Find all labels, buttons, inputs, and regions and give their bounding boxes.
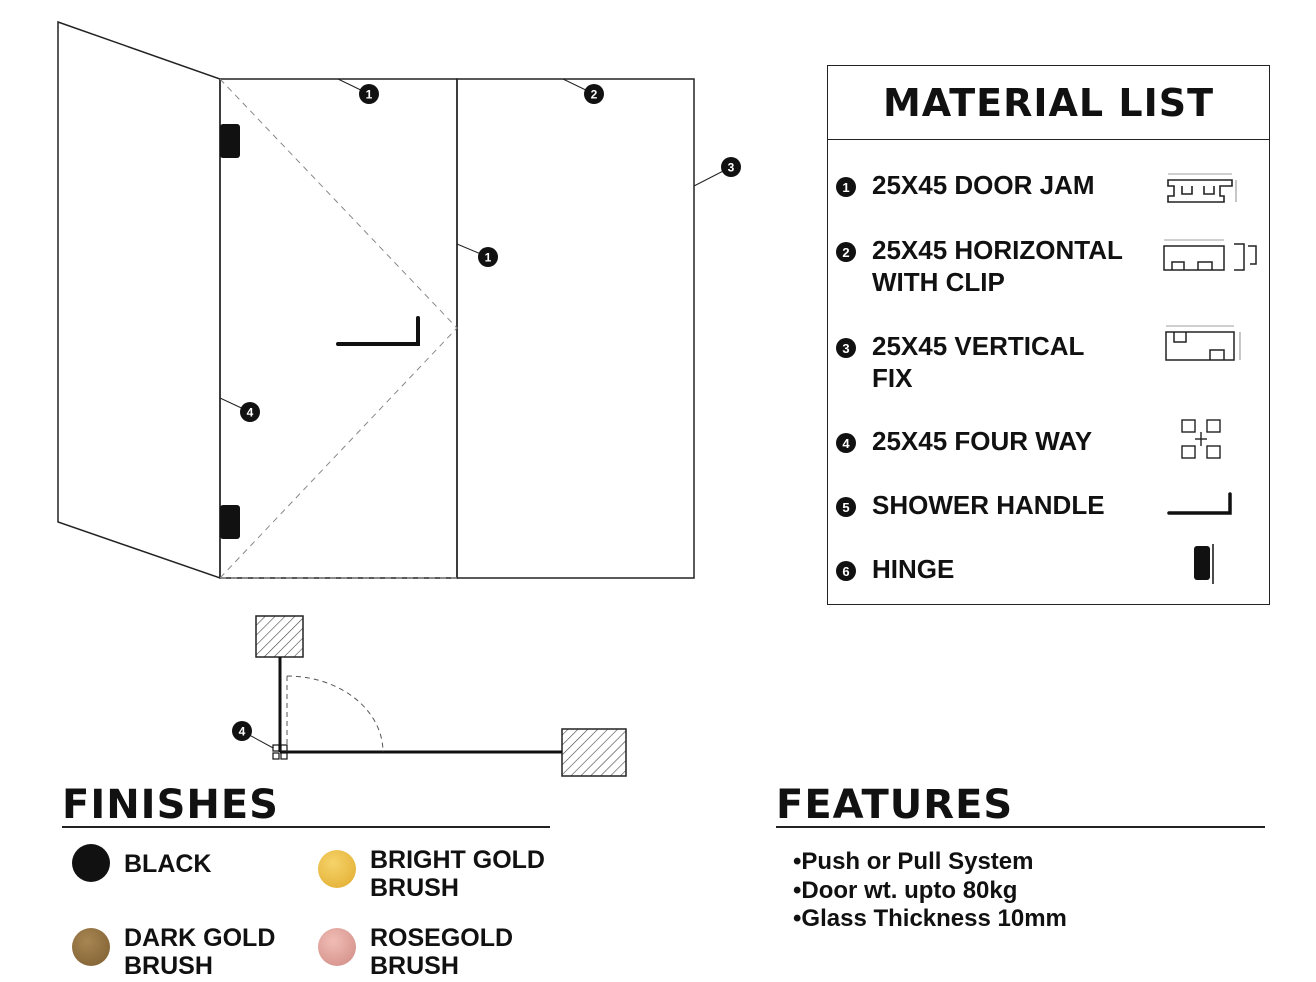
feature-item: Push or Pull System bbox=[793, 848, 1067, 877]
svg-text:4: 4 bbox=[239, 725, 246, 739]
finish-swatch bbox=[72, 844, 110, 882]
callout-marker: 2 bbox=[584, 84, 604, 104]
features-title: FEATURES bbox=[776, 782, 1014, 828]
finish-swatch bbox=[318, 850, 356, 888]
horizontal-profile-icon bbox=[1163, 239, 1257, 271]
item-label: 25X45 FOUR WAY bbox=[872, 426, 1093, 456]
finishes-divider bbox=[62, 826, 550, 828]
item-number: 1 bbox=[836, 177, 856, 197]
open-door-panel bbox=[57, 20, 221, 580]
four-way-connector bbox=[272, 744, 288, 760]
item-number: 2 bbox=[836, 242, 856, 262]
finish-label: ROSEGOLD BRUSH bbox=[370, 924, 514, 980]
item-label: 25X45 VERTICAL FIX bbox=[872, 331, 1085, 393]
svg-text:2: 2 bbox=[591, 88, 598, 102]
item-number: 5 bbox=[836, 497, 856, 517]
svg-text:1: 1 bbox=[366, 88, 373, 102]
shower-handle-icon bbox=[1167, 492, 1232, 515]
door-swing-indicator bbox=[219, 78, 458, 579]
wall-block-top bbox=[255, 615, 304, 658]
finishes-title: FINISHES bbox=[62, 782, 279, 828]
plan-view bbox=[255, 615, 627, 777]
finish-label: BLACK bbox=[124, 850, 212, 878]
features-list: Push or Pull System Door wt. upto 80kg G… bbox=[793, 848, 1067, 934]
item-label: SHOWER HANDLE bbox=[872, 490, 1105, 520]
shower-handle bbox=[336, 316, 420, 346]
svg-text:3: 3 bbox=[728, 161, 735, 175]
item-label: HINGE bbox=[872, 554, 955, 584]
finish-label: DARK GOLD BRUSH bbox=[124, 924, 276, 980]
callout-marker: 3 bbox=[721, 157, 741, 177]
feature-item: Glass Thickness 10mm bbox=[793, 905, 1066, 934]
callout-marker: 1 bbox=[359, 84, 379, 104]
svg-text:1: 1 bbox=[485, 251, 492, 265]
item-number: 4 bbox=[836, 433, 856, 453]
feature-item: Door wt. upto 80kg bbox=[793, 877, 1067, 906]
callout-marker: 4 bbox=[240, 402, 260, 422]
callout-marker: 4 bbox=[232, 721, 252, 741]
hinge-icon bbox=[1194, 544, 1214, 584]
hinge-bottom bbox=[220, 505, 240, 539]
item-number: 6 bbox=[836, 561, 856, 581]
door-opening-frame bbox=[219, 78, 458, 579]
material-list: MATERIAL LIST 1 25X45 DOOR JAM 2 25X45 H… bbox=[827, 65, 1270, 605]
hinge-top bbox=[220, 124, 240, 158]
item-label: 25X45 DOOR JAM bbox=[872, 170, 1095, 200]
finish-swatch bbox=[72, 928, 110, 966]
vertical-fix-profile-icon bbox=[1165, 325, 1241, 361]
finish-label: BRIGHT GOLD BRUSH bbox=[370, 846, 545, 902]
callout-marker: 1 bbox=[478, 247, 498, 267]
wall-block-right bbox=[561, 728, 627, 777]
fixed-glass-panel bbox=[456, 78, 695, 579]
four-way-connector-icon bbox=[1181, 419, 1221, 459]
finish-swatch bbox=[318, 928, 356, 966]
item-label: 25X45 HORIZONTAL WITH CLIP bbox=[872, 235, 1123, 297]
svg-text:4: 4 bbox=[247, 406, 254, 420]
features-divider bbox=[776, 826, 1265, 828]
item-number: 3 bbox=[836, 338, 856, 358]
door-jam-profile-icon bbox=[1167, 173, 1237, 203]
material-list-title: MATERIAL LIST bbox=[828, 66, 1269, 140]
